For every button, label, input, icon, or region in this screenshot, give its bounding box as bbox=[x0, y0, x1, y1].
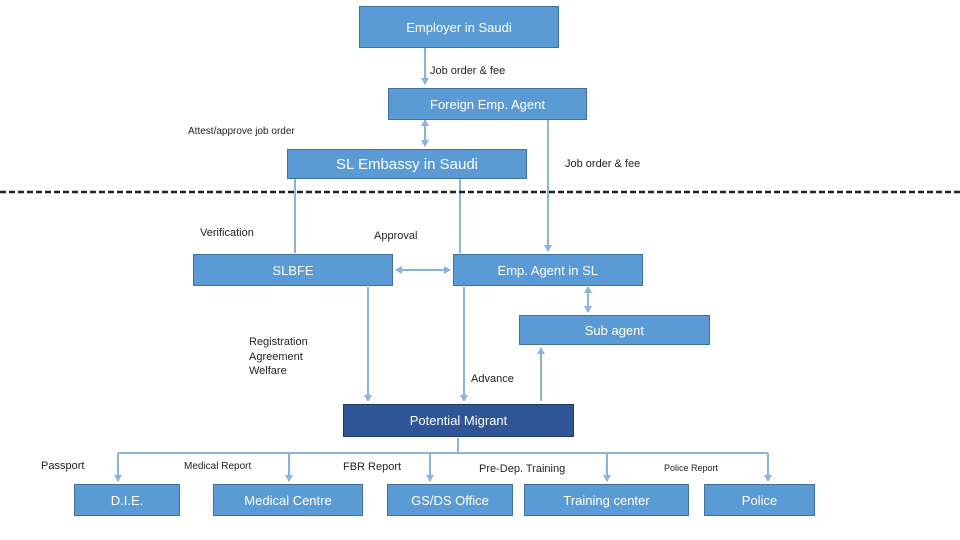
potential-migrant-box: Potential Migrant bbox=[343, 404, 574, 437]
fbr-report-label: FBR Report bbox=[343, 461, 402, 473]
die-label: D.I.E. bbox=[110, 492, 144, 508]
emp-agent-sl-label: Emp. Agent in SL bbox=[497, 262, 598, 278]
verification-label: Verification bbox=[200, 227, 254, 239]
medical-report-label: Medical Report bbox=[184, 461, 252, 472]
potential-migrant-label: Potential Migrant bbox=[409, 413, 508, 428]
pre-dep-training-label: Pre-Dep. Training bbox=[479, 463, 566, 475]
agreement-label: Agreement bbox=[249, 351, 303, 363]
advance-label: Advance bbox=[471, 373, 514, 385]
registration-label: Registration bbox=[249, 336, 308, 348]
job-order-fee-label-right: Job order & fee bbox=[565, 158, 641, 170]
welfare-label: Welfare bbox=[249, 365, 287, 377]
job-order-fee-label-top: Job order & fee bbox=[430, 65, 506, 77]
slbfe-box: SLBFE bbox=[193, 254, 393, 286]
passport-label: Passport bbox=[41, 460, 85, 472]
foreign-emp-agent-box: Foreign Emp. Agent bbox=[388, 88, 587, 120]
sub-agent-box: Sub agent bbox=[519, 315, 710, 345]
foreign-emp-agent-label: Foreign Emp. Agent bbox=[430, 96, 545, 112]
employer-in-saudi-box: Employer in Saudi bbox=[359, 6, 559, 48]
gs-ds-office-box: GS/DS Office bbox=[387, 484, 513, 516]
medical-centre-label: Medical Centre bbox=[244, 492, 332, 508]
police-box: Police bbox=[704, 484, 815, 516]
police-label: Police bbox=[741, 492, 778, 508]
police-report-label: Police Report bbox=[664, 463, 719, 473]
sub-agent-label: Sub agent bbox=[584, 322, 644, 338]
employer-in-saudi-label: Employer in Saudi bbox=[406, 19, 512, 35]
medical-centre-box: Medical Centre bbox=[213, 484, 363, 516]
sl-embassy-label: SL Embassy in Saudi bbox=[335, 155, 479, 173]
gs-ds-office-label: GS/DS Office bbox=[411, 492, 489, 508]
slbfe-label: SLBFE bbox=[272, 262, 314, 278]
die-box: D.I.E. bbox=[74, 484, 180, 516]
approval-label: Approval bbox=[374, 230, 418, 242]
training-center-label: Training center bbox=[563, 492, 650, 508]
attest-approve-label: Attest/approve job order bbox=[188, 126, 295, 137]
training-center-box: Training center bbox=[524, 484, 689, 516]
emp-agent-sl-box: Emp. Agent in SL bbox=[453, 254, 643, 286]
sl-embassy-box: SL Embassy in Saudi bbox=[287, 149, 527, 179]
